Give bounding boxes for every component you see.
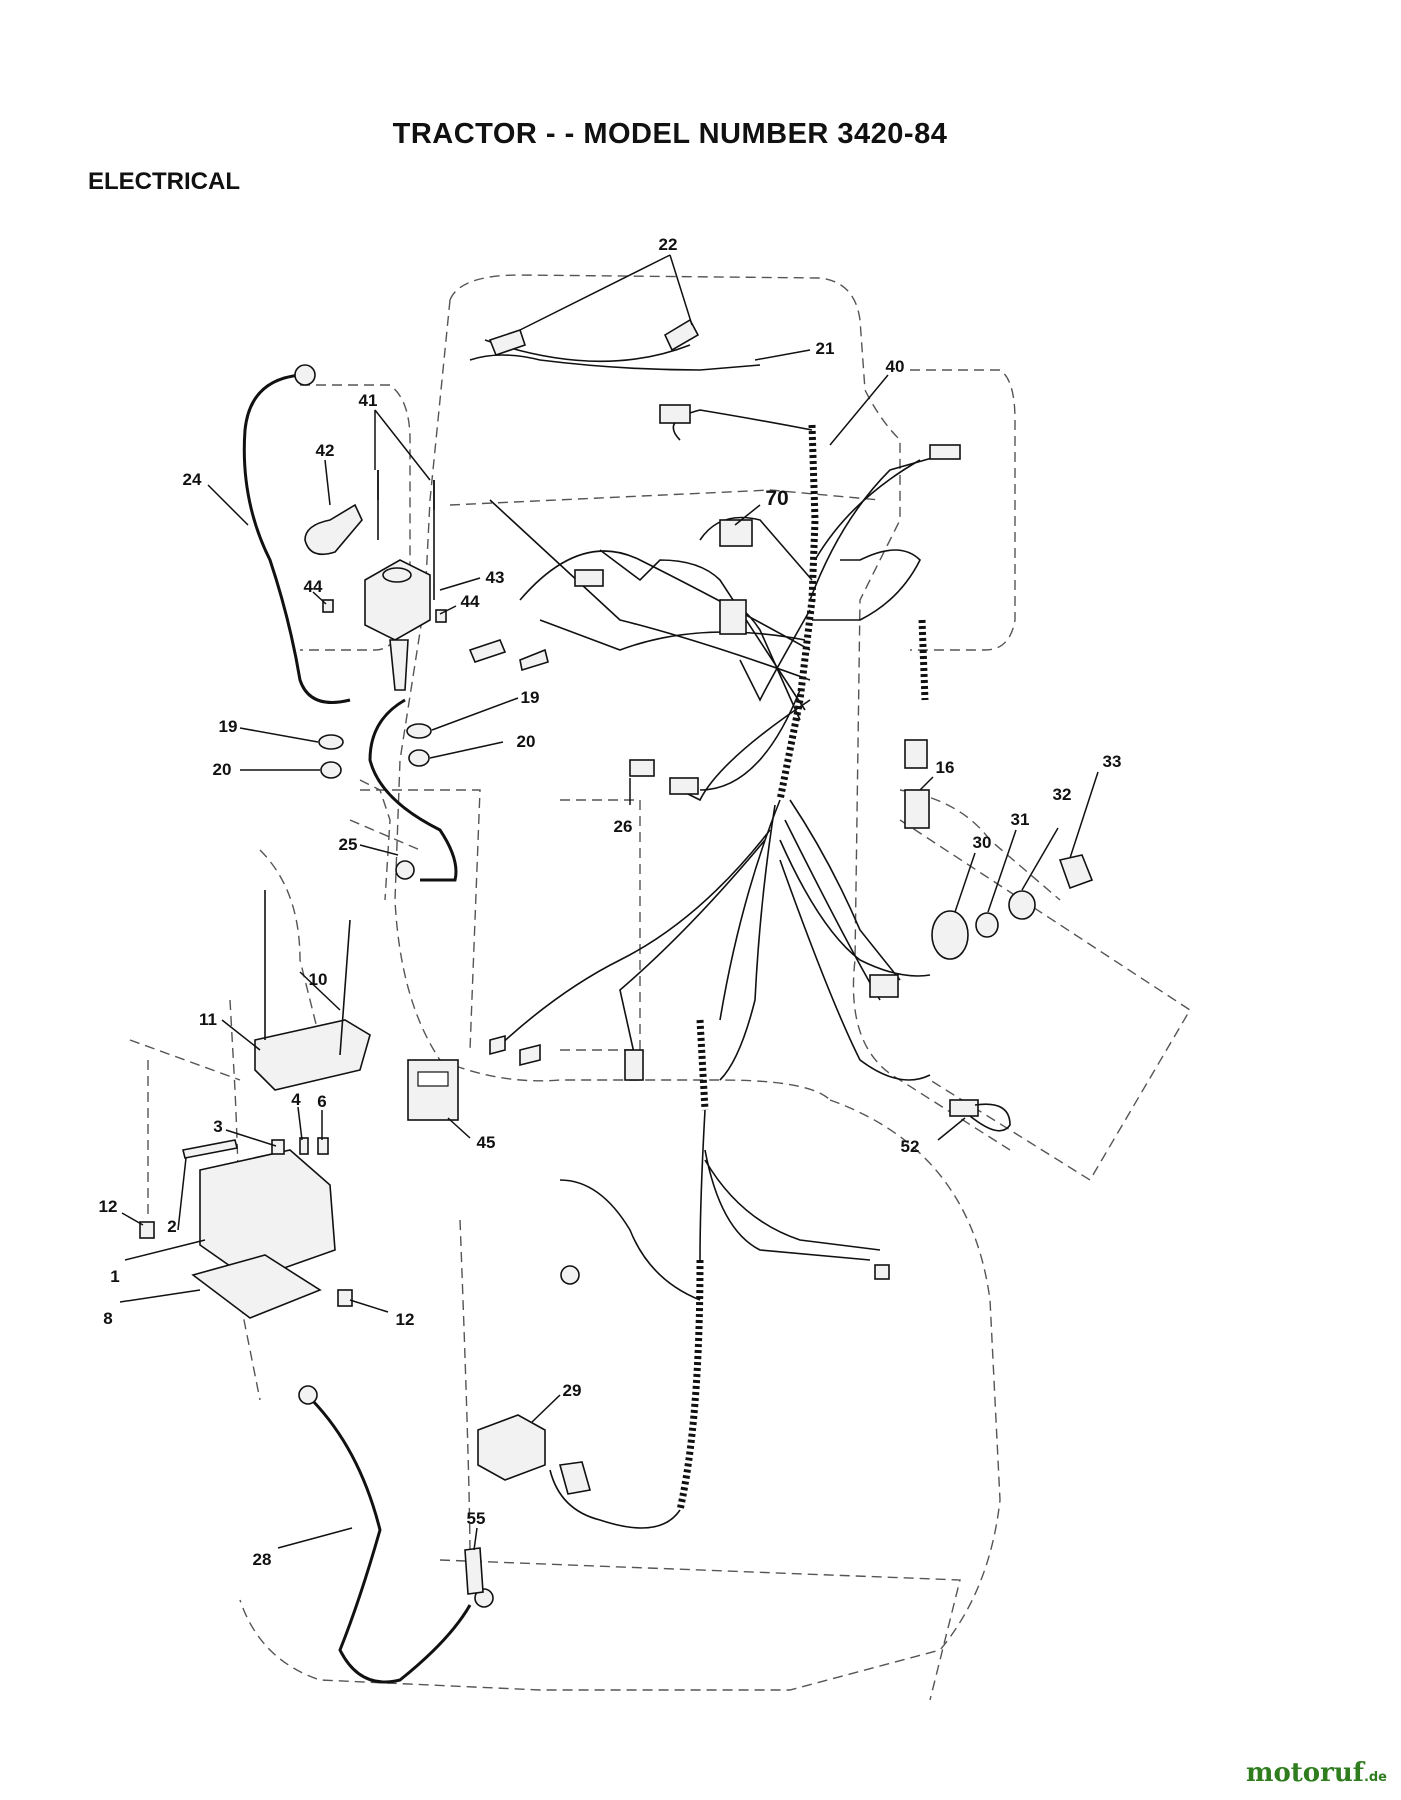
headlight-left <box>488 328 527 357</box>
callout-24: 24 <box>183 470 202 489</box>
bolt-2 <box>182 1139 238 1159</box>
connector <box>574 569 604 587</box>
nut-20 <box>408 749 430 767</box>
callout-25: 25 <box>339 835 358 854</box>
hour-meter-45 <box>407 1059 459 1121</box>
connector <box>659 404 691 424</box>
connector <box>869 974 899 998</box>
callout-19-right: 19 <box>521 688 540 707</box>
connector <box>929 444 961 460</box>
callout-26: 26 <box>614 817 633 836</box>
callout-20-left: 20 <box>213 760 232 779</box>
key-33 <box>1058 854 1094 890</box>
callout-42: 42 <box>316 441 335 460</box>
page-title: TRACTOR - - MODEL NUMBER 3420-84 <box>392 118 948 150</box>
washer-19 <box>406 723 432 739</box>
section-heading: ELECTRICAL <box>88 168 240 195</box>
callout-43: 43 <box>486 568 505 587</box>
leader-lines <box>119 254 1099 1551</box>
connector <box>669 777 699 795</box>
battery-cables <box>242 364 494 1684</box>
callout-12-left: 12 <box>99 1197 118 1216</box>
terminal-block-29 <box>477 1414 546 1481</box>
callout-20-right: 20 <box>517 732 536 751</box>
callout-31: 31 <box>1011 810 1030 829</box>
cable-28 <box>310 1398 472 1684</box>
connector <box>719 599 747 635</box>
parts <box>139 318 1094 1595</box>
nut-20 <box>320 761 342 779</box>
headlight-right <box>663 318 700 352</box>
callout-3: 3 <box>213 1117 222 1136</box>
callout-41: 41 <box>359 391 378 410</box>
nut-12 <box>337 1289 353 1307</box>
bolt-55 <box>464 1547 484 1595</box>
callout-45: 45 <box>477 1133 496 1152</box>
callout-32: 32 <box>1053 785 1072 804</box>
callout-11: 11 <box>199 1010 217 1029</box>
callout-4: 4 <box>291 1090 301 1109</box>
callout-2: 2 <box>167 1217 176 1236</box>
cable-24 <box>242 373 351 704</box>
callout-70: 70 <box>765 487 788 510</box>
ignition-switch-30 <box>931 910 969 960</box>
wiring-harness <box>469 339 961 1529</box>
callout-16: 16 <box>936 758 955 777</box>
callout-30: 30 <box>973 833 992 852</box>
watermark-logo: motoruf.de <box>1245 1758 1387 1788</box>
connector-52 <box>949 1099 979 1117</box>
callout-12-right: 12 <box>396 1310 415 1329</box>
connector <box>624 1049 644 1081</box>
callout-44-right: 44 <box>461 592 480 611</box>
bezel-32 <box>1008 890 1036 920</box>
battery-tray-8 <box>191 1254 322 1319</box>
callout-44-left: 44 <box>304 577 323 596</box>
callout-22: 22 <box>659 235 678 254</box>
callout-1: 1 <box>110 1267 119 1286</box>
callout-52: 52 <box>901 1137 920 1156</box>
callout-29: 29 <box>563 1381 582 1400</box>
callout-55: 55 <box>467 1509 486 1528</box>
connector <box>904 739 928 769</box>
nut-12 <box>139 1221 155 1239</box>
solenoid-boot <box>304 503 363 556</box>
callout-10: 10 <box>309 970 328 989</box>
callout-33: 33 <box>1103 752 1122 771</box>
callout-labels: 22 21 40 41 42 24 70 43 44 44 19 19 20 2… <box>99 235 1122 1569</box>
callout-28: 28 <box>253 1550 272 1569</box>
connector-26 <box>629 759 655 777</box>
battery-bracket-11 <box>254 1019 371 1091</box>
callout-8: 8 <box>103 1309 112 1328</box>
callout-19-left: 19 <box>219 717 238 736</box>
switch-16 <box>904 789 930 829</box>
connector <box>874 1264 890 1280</box>
callout-6: 6 <box>317 1092 326 1111</box>
solenoid <box>364 559 431 641</box>
callout-21: 21 <box>816 339 835 358</box>
washer-19 <box>318 734 344 750</box>
cable-25 <box>368 698 458 882</box>
battery-1 <box>199 1149 336 1281</box>
callout-40: 40 <box>886 357 905 376</box>
tractor-body-outline <box>129 274 1191 1701</box>
nut-31 <box>975 912 999 938</box>
